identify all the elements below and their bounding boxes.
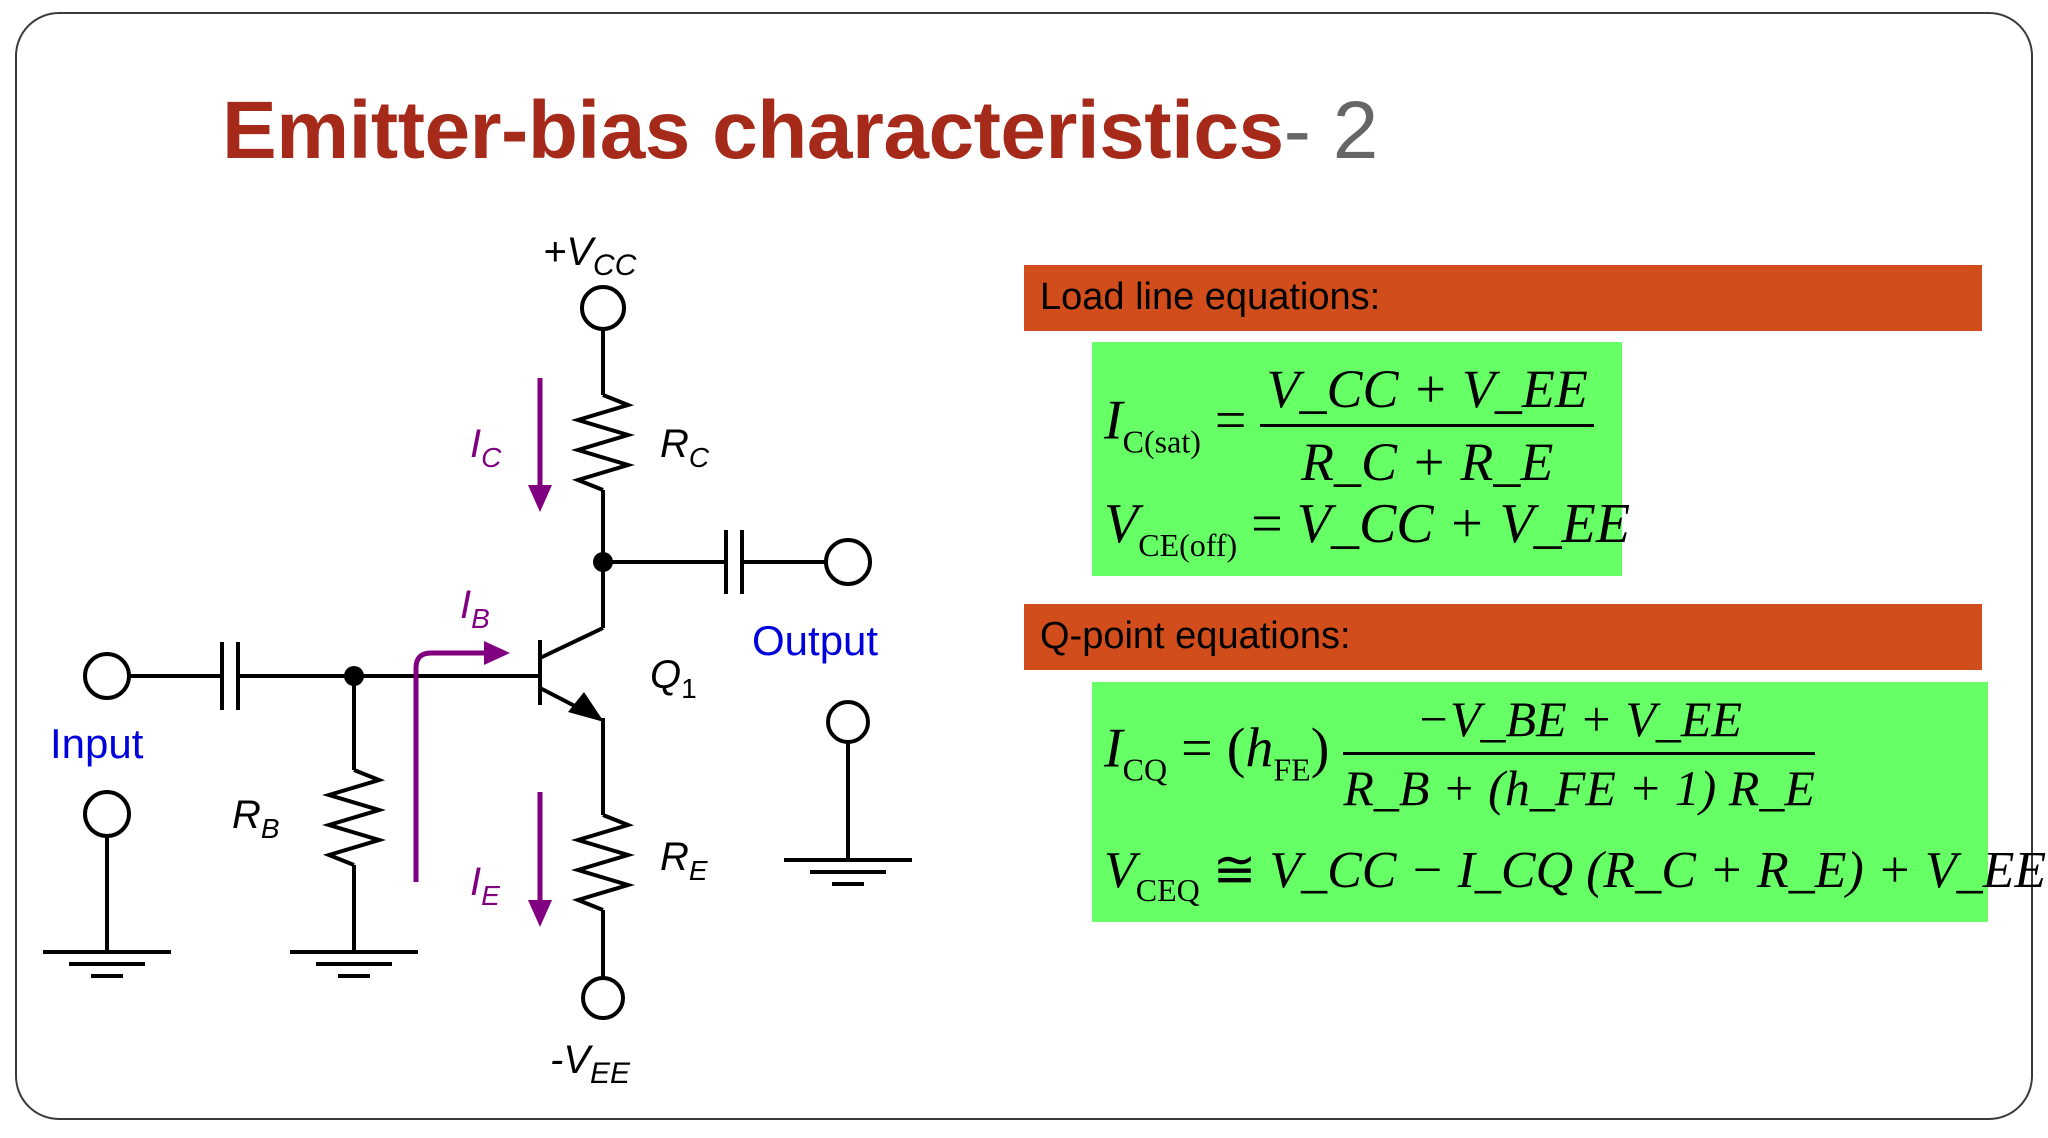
rb-resistor xyxy=(322,768,386,867)
ic-sat-numerator: V_CC + V_EE xyxy=(1260,358,1594,427)
vceq-equation: VCEQ ≅ V_CC − I_CQ (R_C + R_E) + V_EE xyxy=(1104,842,2047,908)
emitter-arrow xyxy=(568,692,604,722)
vce-off-equation: VCE(off) = V_CC + V_EE xyxy=(1104,493,1631,563)
re-label: RE xyxy=(660,835,708,886)
base-junction-dot xyxy=(344,666,364,686)
load-line-equation-box: IC(sat) = V_CC + V_EE R_C + R_E VCE(off)… xyxy=(1092,342,1630,576)
q1-label: Q1 xyxy=(650,653,697,704)
output-terminal xyxy=(824,538,872,586)
rc-resistor xyxy=(571,393,635,492)
transistor-collector-leg xyxy=(539,626,604,660)
ie-label: IE xyxy=(470,860,500,911)
ic-sat-denominator: R_C + R_E xyxy=(1300,432,1554,492)
re-resistor xyxy=(571,813,635,912)
q-point-header: Q-point equations: xyxy=(1024,604,1982,670)
slide-frame xyxy=(15,12,2033,1120)
vcc-label: +VCC xyxy=(543,230,637,282)
q-point-equation-box: ICQ = (hFE) −V_BE + V_EE R_B + (h_FE + 1… xyxy=(1092,682,2046,922)
vee-terminal xyxy=(581,976,625,1020)
ib-arrowhead xyxy=(484,641,510,665)
collector-junction-dot xyxy=(593,552,613,572)
input-ground-terminal xyxy=(83,790,131,838)
ic-sat-equation: IC(sat) = V_CC + V_EE R_C + R_E xyxy=(1104,358,1594,493)
title-main: Emitter-bias characteristics xyxy=(222,85,1284,176)
icq-numerator: −V_BE + V_EE xyxy=(1343,690,1815,755)
ic-arrowhead xyxy=(528,485,552,512)
ib-arrow xyxy=(413,648,505,882)
rc-label: RC xyxy=(660,422,710,473)
ib-label: IB xyxy=(460,583,490,634)
vcc-terminal xyxy=(580,285,626,331)
input-terminal xyxy=(83,652,131,700)
slide-title: Emitter-bias characteristics- 2 xyxy=(222,84,1378,178)
load-line-header: Load line equations: xyxy=(1024,265,1982,331)
output-label: Output xyxy=(752,617,878,664)
icq-equation: ICQ = (hFE) −V_BE + V_EE R_B + (h_FE + 1… xyxy=(1104,690,1815,816)
icq-denominator: R_B + (h_FE + 1) R_E xyxy=(1343,760,1815,816)
output-ground-terminal xyxy=(826,700,870,744)
ic-label: IC xyxy=(470,422,502,473)
title-suffix: - 2 xyxy=(1283,85,1379,176)
rb-label: RB xyxy=(232,793,280,844)
ie-arrowhead xyxy=(528,900,552,927)
input-label: Input xyxy=(50,720,144,767)
vee-label: -VEE xyxy=(550,1038,631,1090)
